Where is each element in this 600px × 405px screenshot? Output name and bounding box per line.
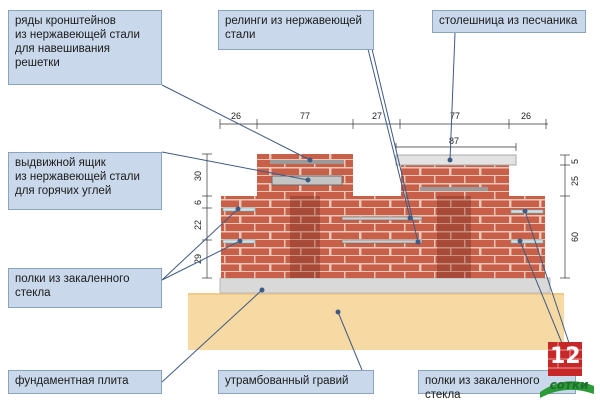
dim-top-3: 27 xyxy=(372,111,382,121)
logo-text: сотки xyxy=(549,378,589,392)
countertop-slab xyxy=(395,154,517,166)
right-pier-inner xyxy=(437,196,471,278)
callout-drawer: выдвижной ящик из нержавеющей стали для … xyxy=(8,152,162,210)
gravel-bed xyxy=(188,293,564,350)
callout-shelves-left: полки из закаленного стекла xyxy=(8,268,162,308)
callout-rails: релинги из нержавеющей стали xyxy=(218,10,374,50)
middle-section xyxy=(353,196,401,278)
bracket-row xyxy=(270,160,344,164)
glass-shelf xyxy=(510,239,544,244)
callout-foundation: фундаментная плита xyxy=(8,370,162,394)
dim-left-2: 6 xyxy=(193,200,203,205)
logo-graphic xyxy=(540,342,594,398)
callout-brackets: ряды кронштейнов из нержавеющей стали дл… xyxy=(8,10,162,85)
dim-top-4: 77 xyxy=(450,111,460,121)
grill-pier-inner xyxy=(290,196,320,278)
callout-countertop: столешница из песчаника xyxy=(432,10,586,33)
dim-countertop: 87 xyxy=(449,136,459,146)
dim-left-1: 30 xyxy=(193,171,203,181)
right-low-pier xyxy=(509,196,545,278)
gravel-top-line xyxy=(188,293,564,295)
dim-top-1: 26 xyxy=(231,111,241,121)
dim-right-2: 25 xyxy=(570,176,580,186)
rail xyxy=(341,216,423,221)
foundation-plate xyxy=(219,277,551,294)
dim-right-3: 60 xyxy=(570,232,580,242)
bracket-row xyxy=(420,187,488,191)
right-dimension-line xyxy=(560,154,570,279)
dim-left-4: 29 xyxy=(193,254,203,264)
sotki-logo: 12 сотки xyxy=(536,340,598,400)
dim-top-2: 77 xyxy=(300,111,310,121)
top-dimension-line xyxy=(219,119,548,129)
callout-gravel: утрамбованный гравий xyxy=(218,370,374,394)
dim-right-1: 5 xyxy=(570,159,580,164)
dim-left-3: 22 xyxy=(193,220,203,230)
dim-top-5: 26 xyxy=(521,111,531,121)
rail xyxy=(341,239,423,244)
logo-number: 12 xyxy=(550,344,581,369)
